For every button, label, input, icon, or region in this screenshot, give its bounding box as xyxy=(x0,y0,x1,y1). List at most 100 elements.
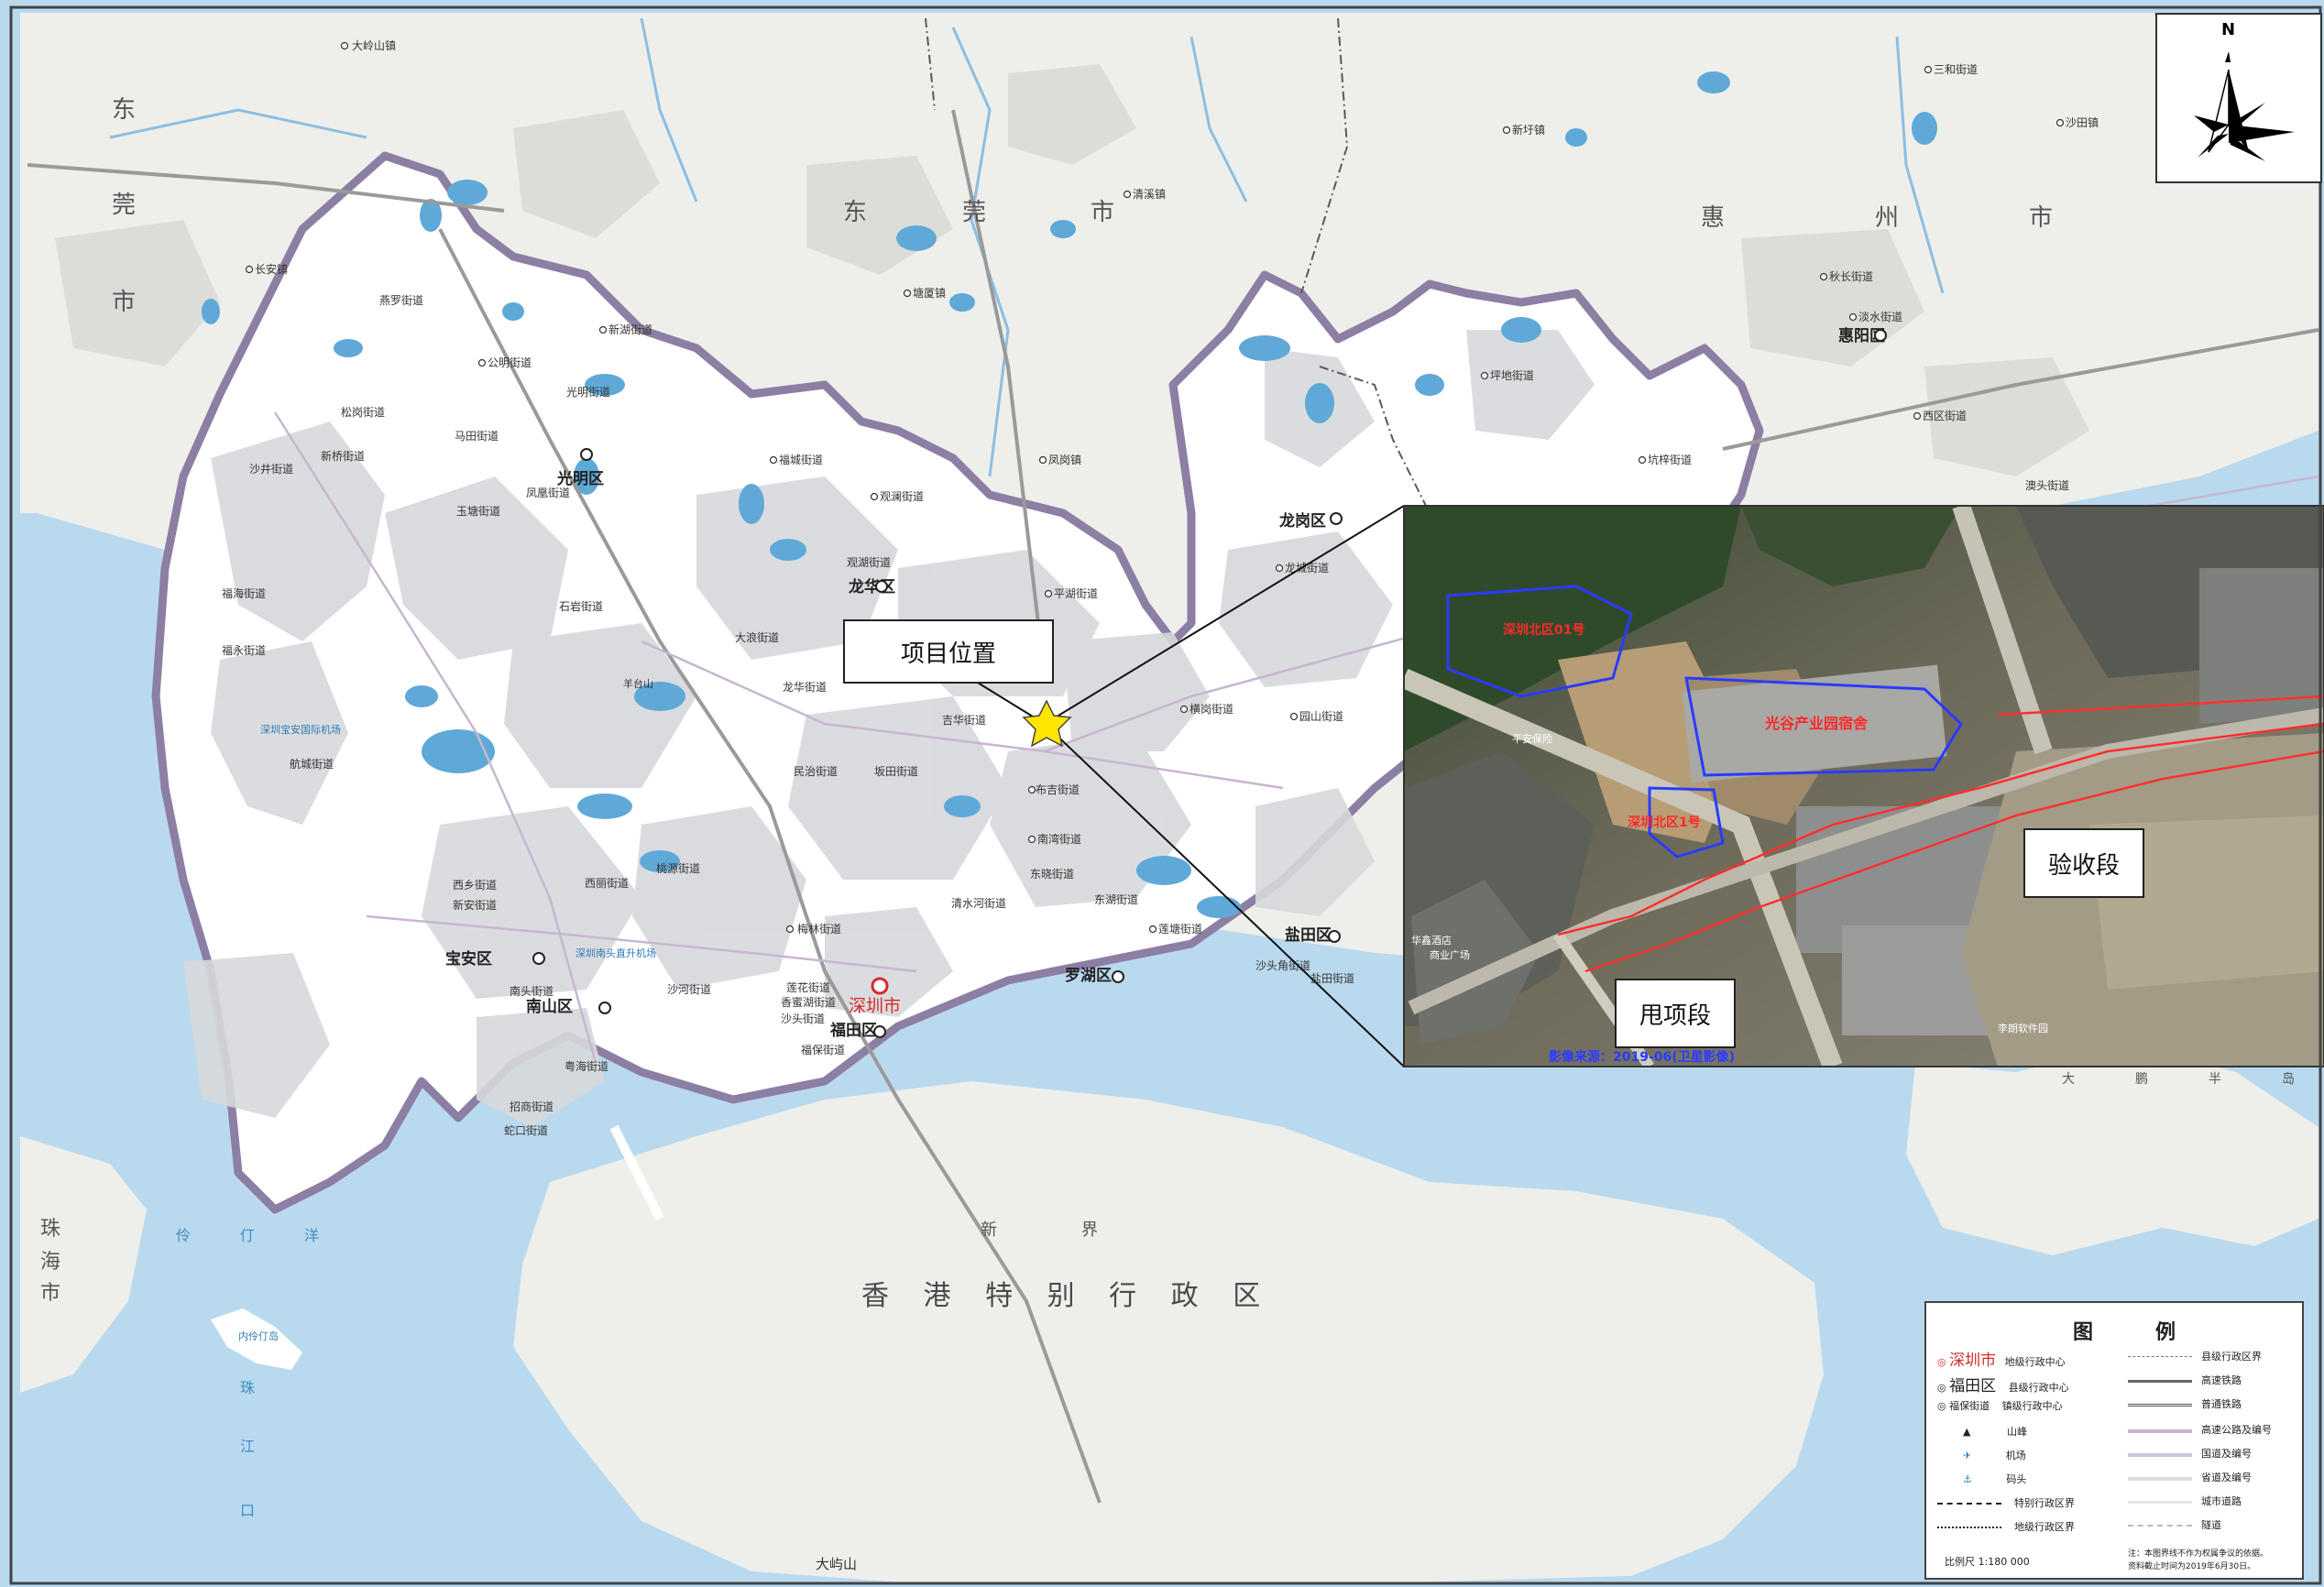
town-label: 坂田街道 xyxy=(874,765,918,778)
legend-title-a: 图 xyxy=(2073,1321,2094,1344)
town-label: 大岭山镇 xyxy=(352,39,396,52)
region-huizhou-2: 州 xyxy=(1875,204,1899,232)
legend-line xyxy=(2128,1453,2192,1457)
region-huizhou-3: 市 xyxy=(2029,204,2053,232)
town-label: 吉华街道 xyxy=(942,714,986,727)
legend-item: ▲ 山峰 xyxy=(1963,1426,2027,1438)
town-label: 莲塘街道 xyxy=(1158,922,1202,936)
satellite-inset: 深圳北区01号 光谷产业园宿舍 深圳北区1号 李朗软件园 华鑫酒店 平安保险 商… xyxy=(1404,506,2324,1067)
poi3-label: 平安保险 xyxy=(1512,732,1552,745)
region-dapeng-2: 鹏 xyxy=(2135,1072,2148,1087)
city-seat-shenzhen xyxy=(871,977,889,995)
poi1-label: 李朗软件园 xyxy=(1998,1022,2048,1034)
inset-frame xyxy=(1403,505,2324,1067)
parcel3-label: 深圳北区1号 xyxy=(1628,815,1701,830)
town-label: 福保街道 xyxy=(801,1043,845,1056)
legend-line xyxy=(2128,1429,2192,1433)
project-location-star-icon[interactable] xyxy=(1022,699,1072,748)
town-label: 坑梓街道 xyxy=(1648,453,1692,466)
project-location-text: 项目位置 xyxy=(900,640,996,668)
use-section-callout[interactable]: 甩项段 xyxy=(1615,979,1736,1048)
district-guangming: 光明区 xyxy=(556,469,604,488)
town-label: 西丽街道 xyxy=(585,877,629,890)
legend: 图 例 ◎ 深圳市 地级行政中心 ◎ 福田区 县级行政中心 ◎ 福保街道 镇级行… xyxy=(1924,1301,2304,1580)
town-label: 玉塘街道 xyxy=(456,504,500,518)
town-label: 西乡街道 xyxy=(453,879,497,892)
town-label: 沙河街道 xyxy=(667,983,711,996)
town-label: 清溪镇 xyxy=(1133,188,1166,201)
legend-item: ✈ 机场 xyxy=(1963,1450,2026,1461)
town-label: 梅林街道 xyxy=(797,922,841,936)
town-label: 桃源街道 xyxy=(656,861,700,875)
town-label: 东湖街道 xyxy=(1094,892,1138,906)
town-label: 燕罗街道 xyxy=(379,294,423,307)
town-label: 龙城街道 xyxy=(1285,562,1329,575)
legend-item: ◎ 深圳市 地级行政中心 xyxy=(1937,1352,2066,1370)
sea-zhujiangkou-1: 珠 xyxy=(240,1379,255,1396)
town-label: 横岗街道 xyxy=(1189,703,1233,716)
town-label: 三和街道 xyxy=(1934,63,1978,76)
town-label: 香蜜湖街道 xyxy=(781,995,836,1009)
region-dongguan-top-2: 莞 xyxy=(962,199,986,226)
sea-lingding-2: 仃 xyxy=(240,1227,255,1244)
district-huiyang: 惠阳区 xyxy=(1838,326,1885,345)
district-longhua: 龙华区 xyxy=(848,577,895,596)
district-luohu: 罗湖区 xyxy=(1065,967,1112,985)
town-label: 民治街道 xyxy=(794,765,838,778)
peak-label: 大屿山 xyxy=(816,1556,857,1572)
region-labels: 东 莞 市 东 莞 市 惠 州 市 珠 海 市 香 港 特 别 行 政 区 新 … xyxy=(40,96,2295,1519)
town-label: 坪地街道 xyxy=(1490,369,1534,382)
town-label: 沙头角街道 xyxy=(1255,959,1310,972)
town-label: 东晓街道 xyxy=(1030,868,1074,881)
town-label: 澳头街道 xyxy=(2025,479,2069,492)
town-label: 布吉街道 xyxy=(1036,783,1080,796)
poi2-label: 华鑫酒店 xyxy=(1411,934,1452,947)
town-label: 凤凰街道 xyxy=(526,487,570,499)
legend-item: 县级行政区界 xyxy=(2201,1351,2262,1363)
town-label: 长安镇 xyxy=(255,262,288,276)
legend-item: 省道及编号 xyxy=(2201,1472,2252,1483)
island-label: 内伶仃岛 xyxy=(238,1330,279,1342)
town-label: 莲花街道 xyxy=(786,980,830,994)
region-zhuhai-3: 市 xyxy=(40,1282,60,1305)
town-label: 福城街道 xyxy=(779,453,823,466)
town-label: 新湖街道 xyxy=(608,323,652,336)
parcel2-label: 光谷产业园宿舍 xyxy=(1764,715,1869,732)
legend-scale: 比例尺 1:180 000 xyxy=(1945,1556,2030,1568)
region-zhuhai-1: 珠 xyxy=(40,1218,60,1241)
compass: N xyxy=(2155,13,2322,183)
legend-line-sar xyxy=(1937,1503,2001,1505)
region-huizhou-1: 惠 xyxy=(1701,204,1725,232)
town-label: 沙井街道 xyxy=(249,463,293,476)
town-label: 西区街道 xyxy=(1923,410,1967,422)
legend-line-prefecture xyxy=(1937,1527,2001,1528)
legend-item: 高速铁路 xyxy=(2201,1374,2242,1386)
mountain-label: 羊台山 xyxy=(623,677,653,690)
legend-item: 高速公路及编号 xyxy=(2201,1424,2272,1436)
region-dongguan-top-1: 东 xyxy=(843,199,867,226)
poi4-label: 商业广场 xyxy=(1430,948,1470,961)
legend-item: 普通铁路 xyxy=(2201,1398,2242,1410)
acceptance-section-callout[interactable]: 验收段 xyxy=(2023,828,2144,898)
airport2-label: 深圳南头直升机场 xyxy=(576,947,656,959)
town-label: 园山街道 xyxy=(1299,710,1343,723)
legend-item: 特别行政区界 xyxy=(2014,1497,2075,1509)
railways xyxy=(27,109,2319,1504)
sea-lingding-3: 洋 xyxy=(304,1227,319,1244)
town-label: 沙头街道 xyxy=(781,1012,825,1025)
image-source-label: 影像来源：2019-06(卫星影像) xyxy=(1549,1049,1735,1065)
settlement-dots xyxy=(245,41,2065,934)
town-label: 蛇口街道 xyxy=(504,1123,548,1137)
town-label: 平湖街道 xyxy=(1054,586,1098,600)
district-seats xyxy=(532,329,1887,1038)
region-xinjie-2: 界 xyxy=(1081,1220,1098,1240)
north-label: N xyxy=(2221,20,2236,39)
legend-line xyxy=(2128,1501,2192,1504)
town-label: 清水河街道 xyxy=(951,897,1006,910)
town-label: 龙华街道 xyxy=(783,681,827,694)
town-label: 南头街道 xyxy=(510,984,554,998)
town-label: 新安街道 xyxy=(453,898,497,912)
project-location-callout[interactable]: 项目位置 xyxy=(843,619,1054,684)
legend-line xyxy=(2128,1356,2192,1357)
